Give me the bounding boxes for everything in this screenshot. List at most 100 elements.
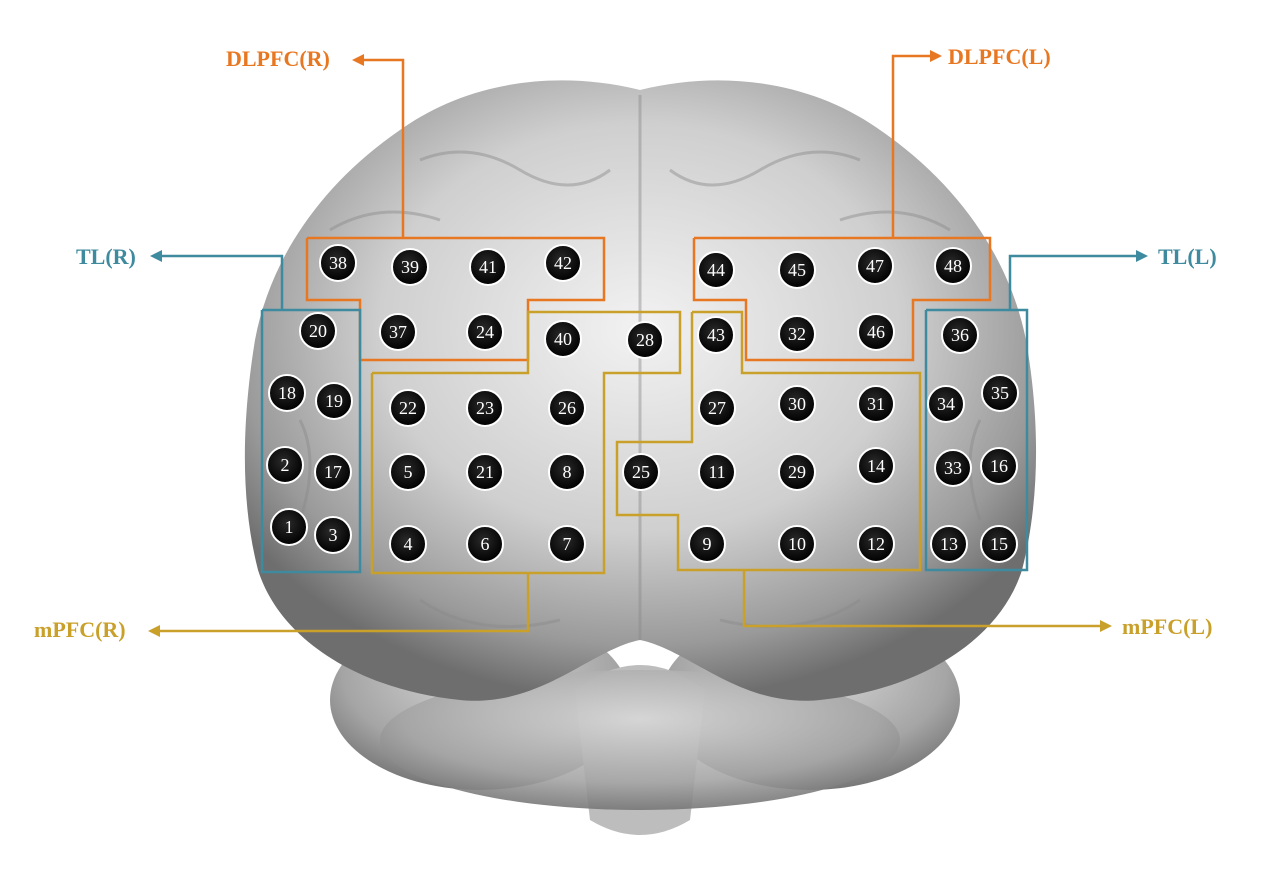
tl-right-outline xyxy=(260,308,362,574)
channel-number: 15 xyxy=(990,534,1008,554)
channel-circle xyxy=(268,374,306,412)
channel-circle xyxy=(778,315,816,353)
channel-20: 20 xyxy=(299,312,337,350)
cerebellum xyxy=(380,670,900,810)
channel-number: 33 xyxy=(944,458,962,478)
channel-number: 42 xyxy=(554,253,572,273)
channel-5: 5 xyxy=(389,453,427,491)
channel-39: 39 xyxy=(391,248,429,286)
dlpfc-left-outline xyxy=(692,236,992,362)
channel-43: 43 xyxy=(697,316,735,354)
channel-number: 13 xyxy=(940,534,958,554)
channel-8: 8 xyxy=(548,453,586,491)
channel-27: 27 xyxy=(698,389,736,427)
dlpfc-left-leader xyxy=(891,54,932,238)
channel-26: 26 xyxy=(548,389,586,427)
region-outlines xyxy=(260,236,1029,575)
channel-circle xyxy=(980,447,1018,485)
channel-number: 39 xyxy=(401,257,419,277)
channel-1: 1 xyxy=(270,508,308,546)
channel-number: 41 xyxy=(479,257,497,277)
channel-number: 11 xyxy=(708,462,725,482)
channel-2: 2 xyxy=(266,446,304,484)
mpfc-right-outline xyxy=(370,310,682,575)
channel-circle xyxy=(688,525,726,563)
channel-35: 35 xyxy=(981,374,1019,412)
channel-40: 40 xyxy=(544,320,582,358)
channel-circle xyxy=(548,453,586,491)
mpfc-left-label: mPFC(L) xyxy=(1122,614,1212,639)
dlpfc-left-arrowhead xyxy=(930,50,942,62)
channel-7: 7 xyxy=(548,525,586,563)
channel-45: 45 xyxy=(778,251,816,289)
channel-number: 3 xyxy=(329,525,338,545)
tl-right-leader xyxy=(160,254,284,310)
channel-number: 10 xyxy=(788,534,806,554)
channel-circle xyxy=(697,316,735,354)
channel-circle xyxy=(778,525,816,563)
channel-number: 19 xyxy=(325,391,343,411)
channel-circle xyxy=(930,525,968,563)
channel-circle xyxy=(626,321,664,359)
channel-number: 32 xyxy=(788,324,806,344)
channel-number: 9 xyxy=(703,534,712,554)
channel-circle xyxy=(299,312,337,350)
gyri-lines xyxy=(298,95,982,640)
channel-number: 46 xyxy=(867,322,885,342)
channel-circle xyxy=(314,516,352,554)
channel-number: 37 xyxy=(389,322,407,342)
channel-circle xyxy=(622,453,660,491)
channel-14: 14 xyxy=(857,447,895,485)
channel-31: 31 xyxy=(857,385,895,423)
tl-left-label: TL(L) xyxy=(1158,244,1217,269)
channel-circle xyxy=(266,446,304,484)
channel-number: 5 xyxy=(404,462,413,482)
mpfc-right-leader xyxy=(158,573,530,633)
channel-number: 12 xyxy=(867,534,885,554)
channel-number: 4 xyxy=(404,534,413,554)
channel-circle xyxy=(314,453,352,491)
channel-circle xyxy=(466,453,504,491)
channel-number: 38 xyxy=(329,253,347,273)
channel-circle xyxy=(389,525,427,563)
mpfc-left-arrowhead xyxy=(1100,620,1112,632)
channel-44: 44 xyxy=(697,251,735,289)
channel-42: 42 xyxy=(544,244,582,282)
channel-circle xyxy=(857,313,895,351)
channel-circle xyxy=(544,244,582,282)
channel-number: 16 xyxy=(990,456,1008,476)
channel-circle xyxy=(698,389,736,427)
channel-circle xyxy=(778,453,816,491)
channel-circle xyxy=(389,453,427,491)
channel-16: 16 xyxy=(980,447,1018,485)
channel-21: 21 xyxy=(466,453,504,491)
channel-circle xyxy=(778,385,816,423)
dlpfc-left-label: DLPFC(L) xyxy=(948,44,1051,69)
channel-circle xyxy=(466,313,504,351)
channel-number: 2 xyxy=(281,455,290,475)
channel-13: 13 xyxy=(930,525,968,563)
channel-19: 19 xyxy=(315,382,353,420)
leader-lines xyxy=(148,50,1148,637)
tl-right-label: TL(R) xyxy=(76,244,136,269)
tl-right-arrowhead xyxy=(150,250,162,262)
channel-number: 6 xyxy=(481,534,490,554)
channel-number: 45 xyxy=(788,260,806,280)
channel-number: 1 xyxy=(285,517,294,537)
channel-circle xyxy=(934,449,972,487)
channel-number: 48 xyxy=(944,256,962,276)
cortex xyxy=(244,80,1037,701)
channel-number: 20 xyxy=(309,321,327,341)
channel-number: 30 xyxy=(788,394,806,414)
channel-circle xyxy=(778,251,816,289)
channel-number: 34 xyxy=(937,394,955,414)
channel-circle xyxy=(698,453,736,491)
mpfc-right-label: mPFC(R) xyxy=(34,617,126,642)
channel-circle xyxy=(466,389,504,427)
channel-circle xyxy=(469,248,507,286)
channel-circle xyxy=(941,316,979,354)
channel-number: 14 xyxy=(867,456,885,476)
channel-17: 17 xyxy=(314,453,352,491)
